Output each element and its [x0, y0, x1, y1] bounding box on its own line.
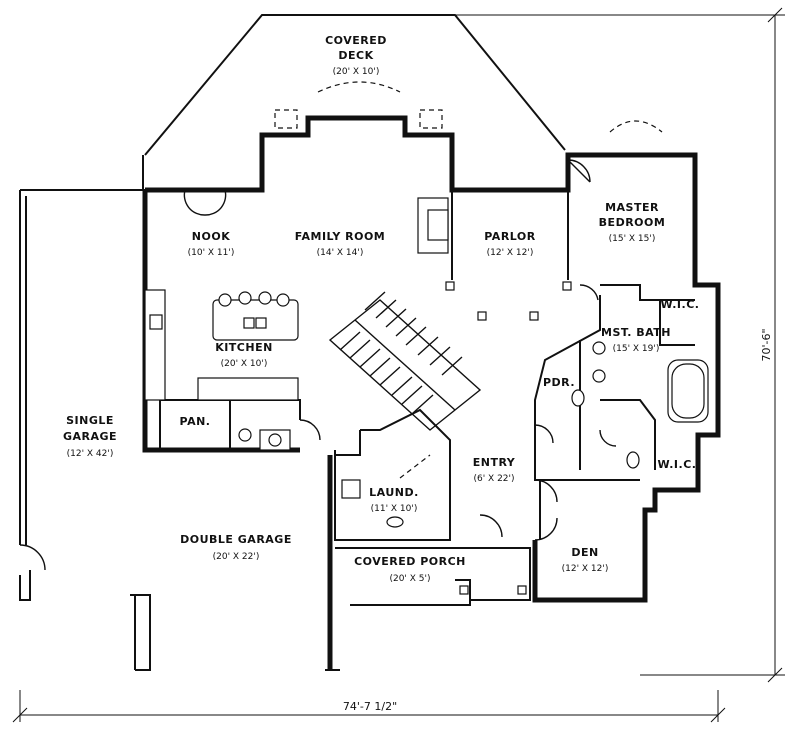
master-bedroom-size: (15' X 15') — [609, 234, 656, 244]
wic-upper-label: W.I.C. — [661, 298, 700, 311]
double-garage-label: DOUBLE GARAGE — [180, 533, 292, 546]
family-room-label: FAMILY ROOM — [295, 230, 386, 243]
mst-bath-size: (15' X 19') — [613, 344, 660, 354]
stairs — [328, 291, 482, 431]
kitchen-label: KITCHEN — [215, 341, 273, 354]
dashed-outlines — [274, 81, 663, 479]
parlor-size: (12' X 12') — [487, 248, 534, 258]
den-size: (12' X 12') — [562, 564, 609, 574]
nook-label: NOOK — [192, 230, 230, 243]
master-bedroom-label-line2: BEDROOM — [599, 216, 666, 229]
covered-porch-label: COVERED PORCH — [354, 555, 466, 568]
doors — [19, 159, 617, 571]
overall-width-label: 74'-7 1/2" — [343, 700, 397, 713]
single-garage-label-line1: SINGLE — [66, 414, 114, 427]
mst-bath-label: MST. BATH — [601, 326, 671, 339]
fixtures — [144, 197, 709, 595]
parlor-label: PARLOR — [484, 230, 536, 243]
pan-label: PAN. — [180, 415, 211, 428]
covered-deck-label-line1: COVERED — [325, 34, 387, 47]
room-labels: COVERED DECK (20' X 10') NOOK (10' X 11'… — [63, 34, 700, 584]
single-garage-size: (12' X 42') — [67, 449, 114, 459]
wic-lower-label: W.I.C. — [658, 458, 697, 471]
exterior-walls — [19, 14, 721, 671]
family-room-size: (14' X 14') — [317, 248, 364, 258]
nook-size: (10' X 11') — [188, 248, 235, 258]
dimension-lines — [12, 7, 785, 723]
double-garage-size: (20' X 22') — [213, 552, 260, 562]
entry-label: ENTRY — [473, 456, 516, 469]
pdr-label: PDR. — [543, 376, 575, 389]
laund-label: LAUND. — [369, 486, 419, 499]
laund-size: (11' X 10') — [371, 504, 418, 514]
covered-deck-label-line2: DECK — [338, 49, 373, 62]
covered-deck-size: (20' X 10') — [333, 67, 380, 77]
kitchen-size: (20' X 10') — [221, 359, 268, 369]
den-label: DEN — [571, 546, 598, 559]
master-bedroom-label-line1: MASTER — [605, 201, 659, 214]
overall-depth-label: 70'-6" — [760, 328, 773, 361]
covered-porch-size: (20' X 5') — [389, 574, 430, 584]
single-garage-label-line2: GARAGE — [63, 430, 117, 443]
entry-size: (6' X 22') — [473, 474, 514, 484]
